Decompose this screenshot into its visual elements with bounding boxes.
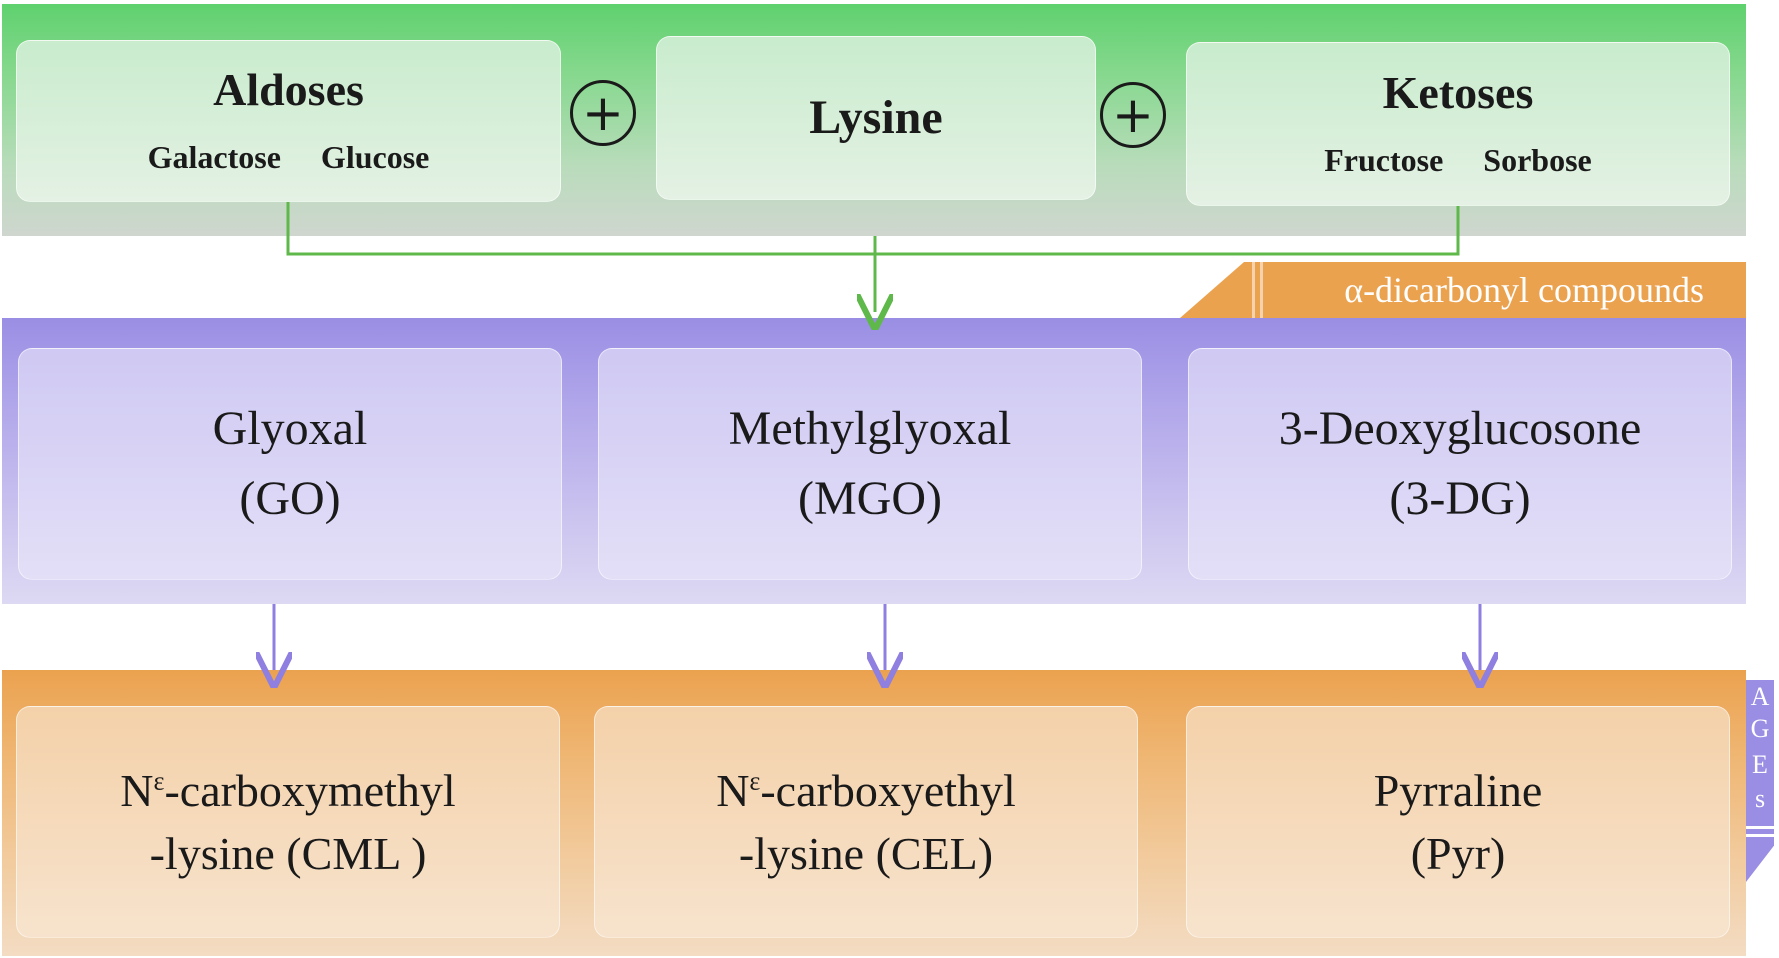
reactant-merge-line	[286, 202, 1460, 312]
ages-letter-e: E	[1752, 750, 1768, 779]
methylglyoxal-name: Methylglyoxal	[728, 402, 1012, 456]
ketoses-box: Ketoses Fructose Sorbose	[1186, 42, 1730, 206]
methylglyoxal-box: Methylglyoxal (MGO)	[598, 348, 1142, 580]
glyoxal-name: Glyoxal	[212, 402, 368, 456]
ages-letter-a: A	[1750, 682, 1770, 711]
glyoxal-box: Glyoxal (GO)	[18, 348, 562, 580]
cel-line1-rest: -carboxyethyl	[760, 764, 1016, 816]
cml-prefix: N	[120, 764, 154, 816]
cml-superscript: ε	[153, 766, 165, 796]
cml-line1: Nε-carboxymethyl	[120, 759, 455, 822]
plus-icon: +	[570, 80, 636, 146]
ages-side-tab	[1746, 680, 1774, 882]
dicarbonyl-to-ages-arrows	[274, 604, 1480, 670]
cml-line1-rest: -carboxymethyl	[164, 764, 456, 816]
ages-letter-g: G	[1750, 714, 1770, 743]
plus-icon: +	[1100, 82, 1166, 148]
glucose-label: Glucose	[320, 138, 430, 175]
aldoses-box: Aldoses Galactose Glucose	[16, 40, 561, 202]
cml-line2: -lysine (CML )	[149, 828, 427, 879]
pyrraline-line1: Pyrraline	[1373, 764, 1543, 816]
cel-prefix: N	[716, 764, 750, 816]
cel-box: Nε-carboxyethyl -lysine (CEL)	[594, 706, 1138, 938]
pyrraline-box: Pyrraline (Pyr)	[1186, 706, 1730, 938]
ages-tab-line	[1746, 826, 1774, 829]
glyoxal-abbr: (GO)	[239, 472, 341, 525]
ages-tab-line	[1746, 834, 1774, 837]
cel-line2: -lysine (CEL)	[738, 828, 994, 879]
deoxyglucosone-box: 3-Deoxyglucosone (3-DG)	[1188, 348, 1732, 580]
sorbose-label: Sorbose	[1483, 141, 1592, 178]
tag-stripe	[1252, 262, 1255, 318]
deoxyglucosone-name: 3-Deoxyglucosone	[1278, 402, 1642, 456]
galactose-label: Galactose	[147, 138, 281, 175]
cml-box: Nε-carboxymethyl -lysine (CML )	[16, 706, 560, 938]
fructose-label: Fructose	[1324, 141, 1444, 178]
dicarbonyl-tag: α-dicarbonyl compounds	[1180, 262, 1746, 318]
cel-line1: Nε-carboxyethyl	[716, 759, 1016, 822]
methylglyoxal-abbr: (MGO)	[798, 472, 942, 525]
aldoses-title: Aldoses	[213, 63, 364, 115]
cel-superscript: ε	[749, 766, 761, 796]
ketoses-title: Ketoses	[1382, 66, 1534, 118]
tag-stripe	[1260, 262, 1263, 318]
lysine-box: Lysine	[656, 36, 1096, 200]
lysine-title: Lysine	[809, 91, 943, 144]
deoxyglucosone-abbr: (3-DG)	[1389, 472, 1531, 525]
ages-letter-s: s	[1754, 784, 1766, 813]
dicarbonyl-tag-label: α-dicarbonyl compounds	[1344, 270, 1704, 310]
pyrraline-line2: (Pyr)	[1410, 828, 1506, 879]
